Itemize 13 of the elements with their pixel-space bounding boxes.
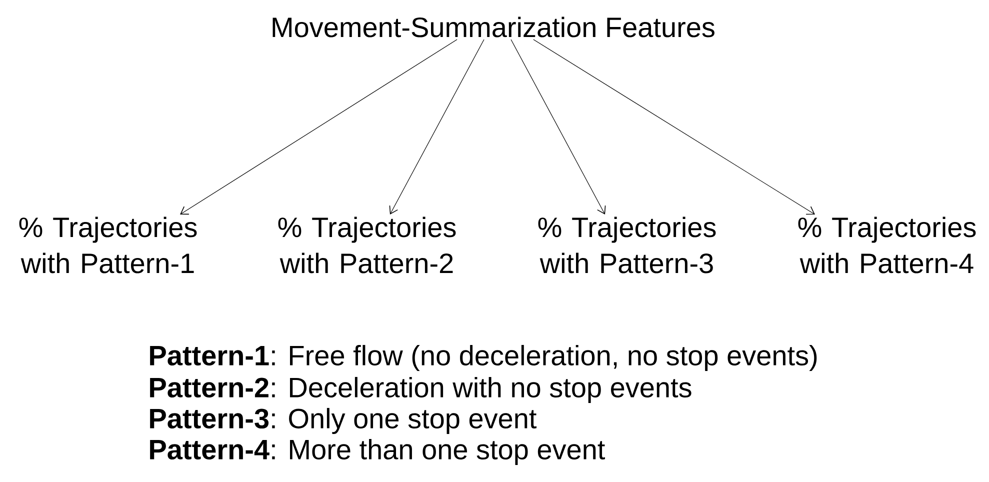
arrow bbox=[389, 39, 484, 215]
arrow bbox=[510, 39, 606, 215]
legend-text: Pattern-2: Deceleration with no stop events bbox=[150, 376, 692, 404]
node-label: % Trajectories with Pattern-4 bbox=[798, 216, 976, 274]
arrow bbox=[533, 39, 815, 215]
legend-text: Pattern-4: More than one stop event bbox=[150, 438, 605, 466]
node-label: % Trajectories with Pattern-3 bbox=[538, 216, 716, 274]
node-label: % Trajectories with Pattern-2 bbox=[278, 216, 456, 274]
arrow bbox=[180, 39, 458, 215]
title-text: Movement-Summarization Features bbox=[272, 16, 714, 38]
node-label: % Trajectories with Pattern-1 bbox=[19, 216, 197, 274]
legend-text: Pattern-1: Free flow (no deceleration, no stop events) bbox=[150, 344, 817, 372]
legend-text: Pattern-3: Only one stop event bbox=[150, 408, 536, 434]
